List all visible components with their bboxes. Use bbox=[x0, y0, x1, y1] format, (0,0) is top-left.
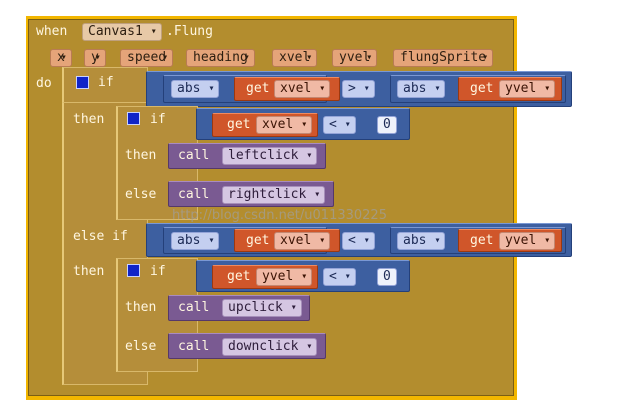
proc-dropdown-downclick[interactable]: downclick bbox=[222, 338, 318, 356]
outer-else-if-label: else if bbox=[73, 229, 128, 244]
number-input-4[interactable]: 0 bbox=[377, 268, 397, 286]
var-dropdown-3a[interactable]: xvel bbox=[274, 232, 331, 250]
op-dropdown-3[interactable]: < bbox=[342, 232, 375, 250]
var-dropdown-1b[interactable]: yvel bbox=[499, 80, 556, 98]
var-dropdown-3b[interactable]: yvel bbox=[499, 232, 556, 250]
var-dropdown-4[interactable]: yvel bbox=[256, 268, 313, 286]
abs-fn-dropdown-1b[interactable]: abs bbox=[397, 80, 446, 98]
component-dropdown[interactable]: Canvas1 bbox=[82, 23, 162, 41]
proc-dropdown-leftclick[interactable]: leftclick bbox=[222, 147, 318, 165]
inner-if-2-label: if bbox=[150, 264, 166, 279]
inner-if-2-mutator-icon[interactable] bbox=[127, 264, 140, 277]
param-speed[interactable]: speed bbox=[120, 49, 174, 67]
var-dropdown-2[interactable]: xvel bbox=[256, 116, 313, 134]
get-label-4: get bbox=[227, 269, 251, 284]
get-label-3b: get bbox=[470, 233, 494, 248]
when-label: when bbox=[36, 24, 68, 39]
get-label-1b: get bbox=[470, 81, 494, 96]
inner-else-2-label: else bbox=[125, 339, 157, 354]
outer-then-label: then bbox=[73, 112, 105, 127]
abs-fn-dropdown-3a[interactable]: abs bbox=[171, 232, 220, 250]
abs-fn-dropdown-3b[interactable]: abs bbox=[397, 232, 446, 250]
param-y[interactable]: y bbox=[84, 49, 106, 67]
op-dropdown-2[interactable]: < bbox=[323, 116, 356, 134]
param-flungsprite[interactable]: flungSprite bbox=[393, 49, 494, 67]
call-label-up: call bbox=[178, 300, 210, 315]
do-label: do bbox=[36, 76, 52, 91]
number-input-2[interactable]: 0 bbox=[377, 116, 397, 134]
event-name-label: .Flung bbox=[166, 24, 213, 39]
call-label-left: call bbox=[178, 148, 210, 163]
op-dropdown-1[interactable]: > bbox=[342, 80, 375, 98]
abs-fn-dropdown-1a[interactable]: abs bbox=[171, 80, 220, 98]
outer-then2-label: then bbox=[73, 264, 105, 279]
proc-dropdown-rightclick[interactable]: rightclick bbox=[222, 186, 326, 204]
inner-if-1-label: if bbox=[150, 112, 166, 127]
outer-if-mutator-icon[interactable] bbox=[76, 76, 89, 89]
op-dropdown-4[interactable]: < bbox=[323, 268, 356, 286]
inner-then-1-label: then bbox=[125, 148, 157, 163]
inner-if-1-mutator-icon[interactable] bbox=[127, 112, 140, 125]
param-x[interactable]: x bbox=[50, 49, 72, 67]
param-xvel[interactable]: xvel bbox=[272, 49, 318, 67]
var-dropdown-1a[interactable]: xvel bbox=[274, 80, 331, 98]
inner-then-2-label: then bbox=[125, 300, 157, 315]
outer-if-label: if bbox=[98, 75, 114, 90]
get-label-2: get bbox=[227, 117, 251, 132]
param-heading[interactable]: heading bbox=[186, 49, 255, 67]
call-label-right: call bbox=[178, 187, 210, 202]
proc-dropdown-upclick[interactable]: upclick bbox=[222, 299, 302, 317]
param-yvel[interactable]: yvel bbox=[332, 49, 378, 67]
call-label-down: call bbox=[178, 339, 210, 354]
inner-else-1-label: else bbox=[125, 187, 157, 202]
get-label-1a: get bbox=[246, 81, 270, 96]
get-label-3a: get bbox=[246, 233, 270, 248]
watermark-text: http://blog.csdn.net/u011330225 bbox=[172, 208, 387, 223]
